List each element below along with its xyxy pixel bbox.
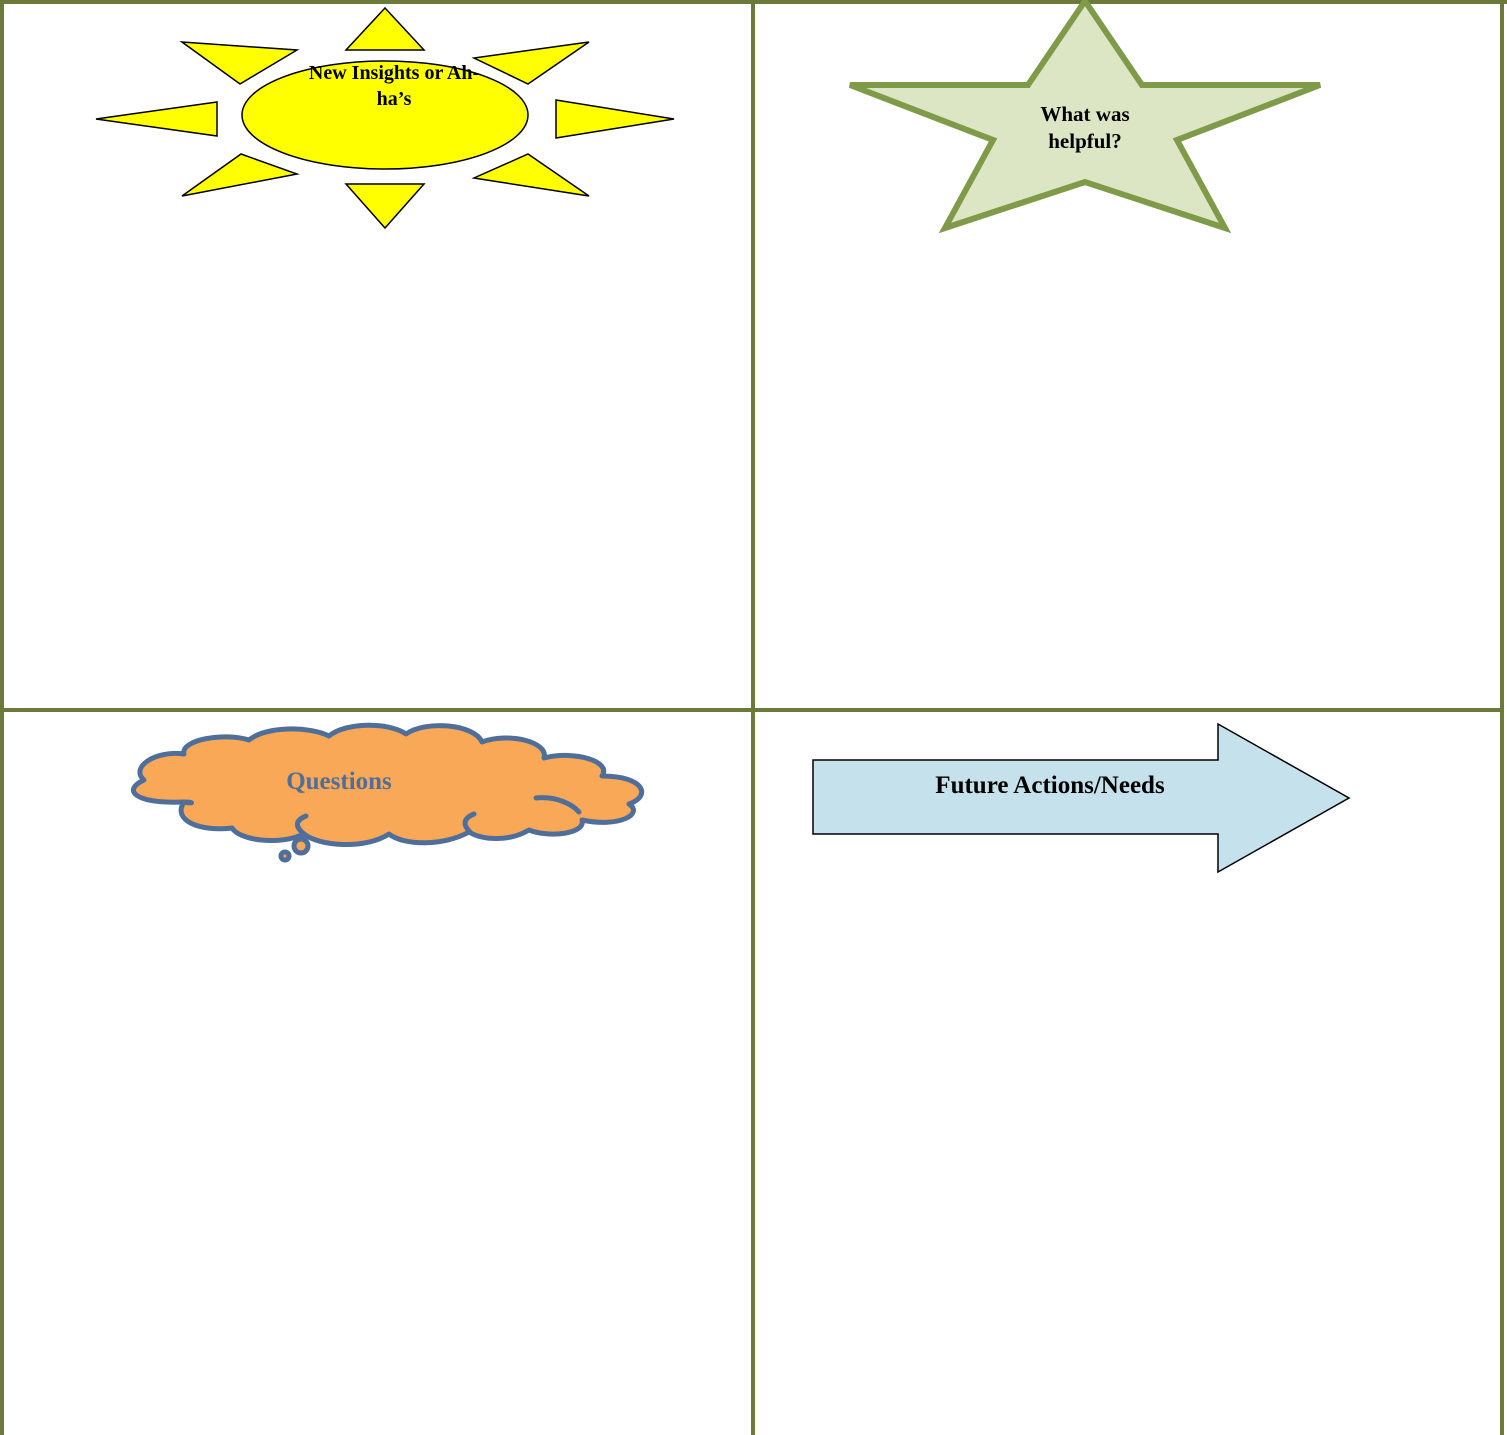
insights-writing-area[interactable] xyxy=(4,244,751,708)
helpful-label: What was helpful? xyxy=(1040,102,1130,154)
future-label: Future Actions/Needs xyxy=(935,772,1165,799)
table-border-right xyxy=(1500,0,1504,1435)
table-divider-horizontal xyxy=(0,708,1504,712)
star-icon xyxy=(848,0,1322,234)
future-writing-area[interactable] xyxy=(755,892,1500,1435)
sun-icon xyxy=(95,6,675,230)
right-arrow-icon xyxy=(812,722,1351,874)
table-divider-vertical xyxy=(751,0,755,1435)
table-border-left xyxy=(0,0,4,1435)
helpful-writing-area[interactable] xyxy=(755,244,1500,708)
questions-quadrant: Questions xyxy=(4,712,751,1435)
thought-cloud-icon xyxy=(131,722,645,863)
questions-writing-area[interactable] xyxy=(4,892,751,1435)
helpful-quadrant: What was helpful? xyxy=(755,0,1500,708)
insights-quadrant: New Insights or Ah-ha’s xyxy=(4,4,751,708)
questions-label: Questions xyxy=(286,768,392,795)
insights-label: New Insights or Ah-ha’s xyxy=(308,62,480,110)
future-quadrant: Future Actions/Needs xyxy=(755,712,1500,1435)
